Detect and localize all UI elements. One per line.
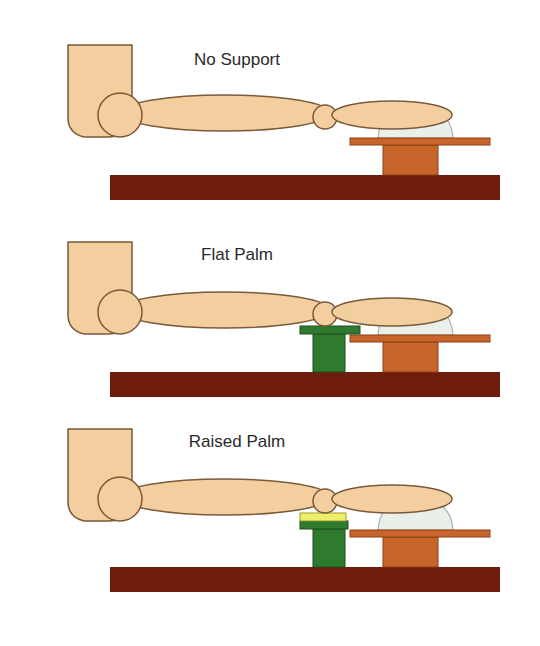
panel-title: Raised Palm: [189, 432, 285, 452]
panel-title: No Support: [194, 50, 280, 70]
raised-palm-panel: [68, 429, 500, 592]
flat-palm-panel: [68, 242, 500, 397]
no-support-panel: [68, 45, 500, 200]
panel-title: Flat Palm: [201, 245, 273, 265]
